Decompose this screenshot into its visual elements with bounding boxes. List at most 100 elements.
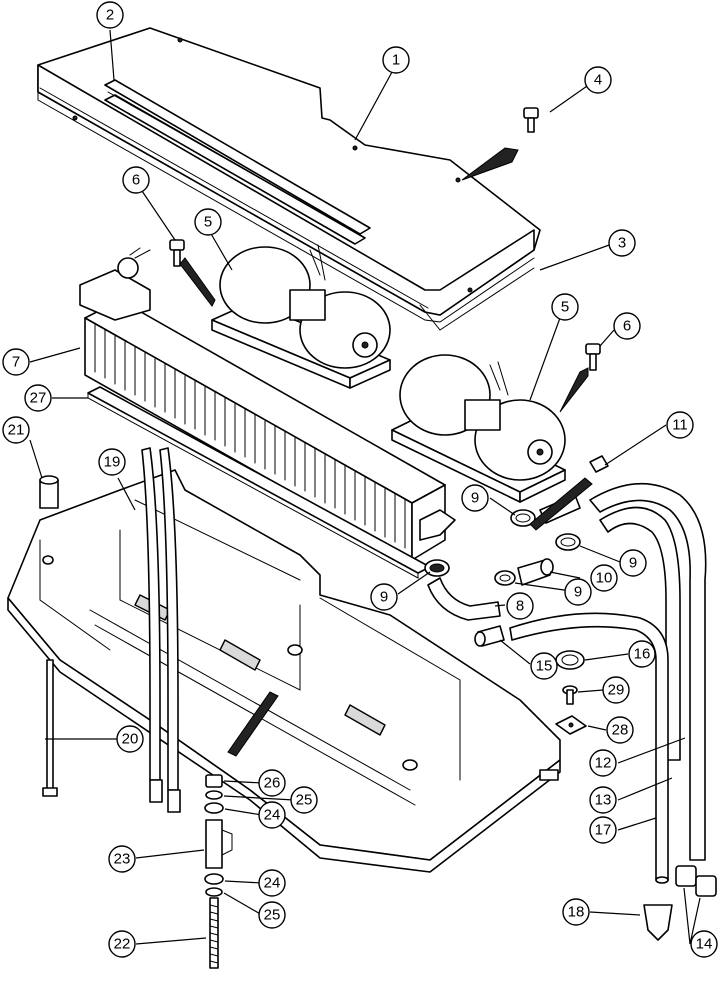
- svg-text:5: 5: [561, 299, 569, 316]
- bolt-20: [42, 659, 58, 797]
- svg-text:8: 8: [516, 598, 524, 615]
- callout-8: 8: [506, 592, 534, 620]
- callout-2: 2: [96, 1, 124, 29]
- assembly-arrows: [179, 147, 593, 757]
- callout-13: 13: [589, 786, 617, 814]
- svg-text:19: 19: [104, 454, 121, 471]
- svg-text:9: 9: [380, 589, 388, 606]
- svg-text:28: 28: [612, 722, 629, 739]
- clip-11: [589, 455, 609, 473]
- cover-seal-strip: [104, 79, 371, 245]
- svg-text:6: 6: [623, 318, 631, 335]
- callout-24-upper: 24: [258, 801, 286, 829]
- svg-text:9: 9: [471, 490, 479, 507]
- clamp-9a: [510, 509, 536, 527]
- screw-4: [523, 107, 539, 133]
- svg-text:20: 20: [122, 731, 139, 748]
- callout-1: 1: [382, 46, 410, 74]
- callout-9-d: 9: [564, 578, 592, 606]
- callout-6-right: 6: [613, 312, 641, 340]
- svg-text:26: 26: [264, 775, 281, 792]
- callout-21: 21: [2, 416, 30, 444]
- hose-13: [599, 506, 681, 761]
- callout-5-lower: 5: [551, 293, 579, 321]
- clamp-16: [555, 650, 585, 670]
- gasket-plate: [37, 91, 535, 331]
- svg-text:16: 16: [634, 646, 651, 663]
- callout-14: 14: [690, 930, 718, 958]
- svg-text:3: 3: [618, 235, 626, 252]
- clamp-9d: [494, 570, 516, 586]
- svg-text:15: 15: [536, 658, 553, 675]
- callout-26: 26: [258, 769, 286, 797]
- svg-text:7: 7: [12, 354, 20, 371]
- clamp-9b: [555, 533, 581, 551]
- svg-text:22: 22: [114, 936, 131, 953]
- spacer-21: [39, 475, 59, 509]
- callout-3: 3: [608, 229, 636, 257]
- callout-12: 12: [589, 749, 617, 777]
- hose-elbow-8: [427, 577, 501, 621]
- hose-17: [509, 612, 669, 884]
- svg-text:25: 25: [296, 792, 313, 809]
- svg-text:21: 21: [8, 422, 25, 439]
- callout-7: 7: [2, 348, 30, 376]
- svg-text:18: 18: [568, 904, 585, 921]
- washer-28: [555, 715, 587, 735]
- callout-17: 17: [589, 816, 617, 844]
- svg-text:5: 5: [204, 214, 212, 231]
- blower-assembly-1: [211, 244, 391, 389]
- svg-text:10: 10: [596, 570, 613, 587]
- callout-23: 23: [108, 845, 136, 873]
- svg-text:12: 12: [595, 755, 612, 772]
- callout-5-upper: 5: [194, 208, 222, 236]
- callout-18: 18: [562, 898, 590, 926]
- svg-text:23: 23: [114, 851, 131, 868]
- callout-10: 10: [590, 564, 618, 592]
- fitting-10: [517, 558, 554, 586]
- drain-valve-18: [643, 904, 673, 941]
- clamp-9c: [424, 559, 450, 577]
- svg-text:24: 24: [264, 807, 281, 824]
- svg-text:2: 2: [106, 7, 114, 24]
- callout-11: 11: [666, 411, 694, 439]
- svg-text:24: 24: [264, 875, 281, 892]
- heater-core: [79, 247, 456, 561]
- screw-29: [562, 685, 578, 705]
- screw-6a: [169, 239, 185, 267]
- svg-text:9: 9: [629, 555, 637, 572]
- caps-14: [675, 865, 717, 897]
- svg-text:25: 25: [264, 907, 281, 924]
- blower-assembly-2: [391, 354, 566, 503]
- callout-27: 27: [24, 384, 52, 412]
- connector-15: [474, 625, 505, 647]
- svg-text:29: 29: [608, 682, 625, 699]
- callout-16: 16: [628, 640, 656, 668]
- screw-6b: [585, 343, 601, 371]
- callout-9-a: 9: [461, 484, 489, 512]
- callout-9-c: 9: [370, 583, 398, 611]
- svg-text:6: 6: [132, 172, 140, 189]
- svg-text:4: 4: [594, 72, 602, 89]
- callout-6-left: 6: [122, 166, 150, 194]
- callout-29: 29: [602, 676, 630, 704]
- callout-25-upper: 25: [290, 786, 318, 814]
- svg-text:27: 27: [30, 390, 47, 407]
- svg-text:1: 1: [392, 52, 400, 69]
- drain-tubes: [141, 447, 181, 813]
- callout-22: 22: [108, 930, 136, 958]
- svg-text:17: 17: [595, 822, 612, 839]
- hose-12: [589, 482, 707, 861]
- callout-4: 4: [584, 66, 612, 94]
- svg-text:13: 13: [595, 792, 612, 809]
- callout-15: 15: [530, 652, 558, 680]
- callout-25-lower: 25: [258, 901, 286, 929]
- callout-19: 19: [98, 448, 126, 476]
- callout-9-b: 9: [619, 549, 647, 577]
- callout-20: 20: [116, 725, 144, 753]
- mount-stack: [204, 774, 233, 969]
- callout-28: 28: [606, 716, 634, 744]
- svg-text:11: 11: [672, 417, 688, 434]
- callout-24-lower: 24: [258, 869, 286, 897]
